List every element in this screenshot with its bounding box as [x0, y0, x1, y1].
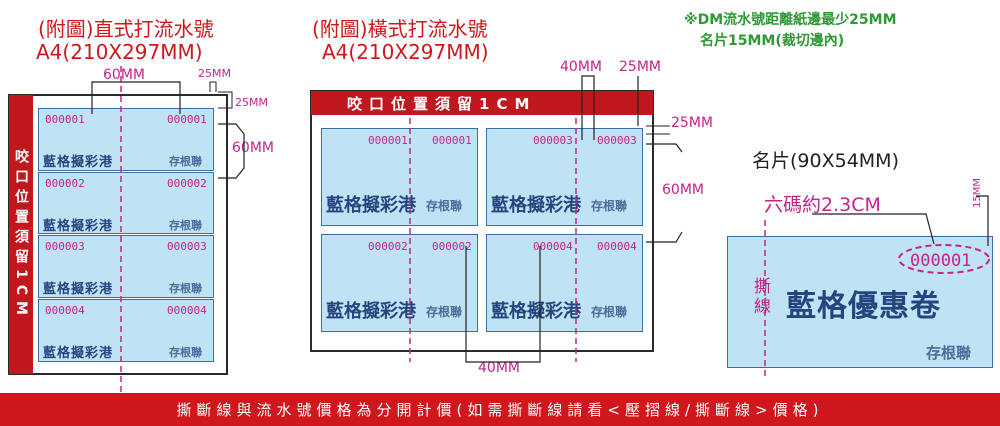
left-card-1: 000001 000001 藍格擬彩港 存根聯	[38, 108, 214, 171]
card-number-left: 000003	[45, 240, 85, 253]
card-brand: 藍格擬彩港	[491, 195, 581, 216]
card-serial-number: 000001	[910, 251, 972, 271]
middle-dim-side-height: 60MM	[662, 182, 704, 198]
digits-note-leader	[812, 213, 935, 245]
card-stub-label: 存根聯	[169, 282, 202, 295]
left-band-text: 咬口位置須留1CM	[13, 148, 29, 321]
left-height-bracket	[218, 123, 245, 179]
card-brand: 藍格擬彩港	[43, 346, 114, 361]
card-brand: 藍格擬彩港	[326, 301, 416, 322]
right-15mm-bracket	[976, 195, 989, 246]
left-dim-width: 60MM	[103, 67, 145, 83]
card-brand: 藍格擬彩港	[43, 282, 114, 297]
right-note-line1: ※DM流水號距離紙邊最少25MM	[684, 12, 897, 28]
card-number-right: 000002	[167, 177, 207, 190]
card-brand: 藍格擬彩港	[326, 195, 416, 216]
middle-height-bracket	[646, 143, 683, 243]
card-stub-label: 存根聯	[426, 305, 463, 319]
card-number-left: 000001	[368, 134, 408, 147]
card-number-right: 000001	[167, 113, 207, 126]
card-number-right: 000001	[432, 134, 472, 147]
middle-margin-band: 咬口位置須留1CM	[311, 91, 653, 115]
left-card-2: 000002 000002 藍格擬彩港 存根聯	[38, 172, 214, 234]
card-number-left: 000002	[368, 240, 408, 253]
card-brand: 藍格擬彩港	[43, 219, 114, 234]
left-gap-top-bracket	[209, 81, 217, 92]
card-stub-label: 存根聯	[169, 346, 202, 359]
card-number-right: 000004	[597, 240, 637, 253]
left-dim-height: 60MM	[232, 140, 274, 156]
card-stub-label: 存根聯	[591, 199, 628, 213]
left-dim-gap-top: 25MM	[198, 67, 231, 80]
right-business-card: 000001 撕線 藍格優惠卷 存根聯	[727, 236, 993, 368]
middle-bottom-bracket	[465, 246, 541, 363]
card-number-right: 000002	[432, 240, 472, 253]
middle-dim-top-right: 25MM	[619, 59, 661, 75]
left-title-line1: (附圖)直式打流水號	[38, 17, 214, 41]
card-brand: 藍格優惠卷	[786, 289, 941, 324]
middle-card-2: 000003 000003 藍格擬彩港 存根聯	[486, 128, 643, 226]
middle-title-line2: A4(210X297MM)	[322, 40, 489, 64]
card-brand: 藍格擬彩港	[491, 301, 581, 322]
card-number-left: 000003	[533, 134, 573, 147]
right-card-size: 名片(90X54MM)	[752, 150, 899, 172]
card-number-left: 000004	[45, 304, 85, 317]
footer-banner: 撕斷線與流水號價格為分開計價(如需撕斷線請看<壓摺線/撕斷線>價格)	[0, 393, 1000, 426]
card-number-left: 000001	[45, 113, 85, 126]
left-card-3: 000003 000003 藍格擬彩港 存根聯	[38, 235, 214, 298]
card-brand: 藍格擬彩港	[43, 155, 114, 170]
right-note-line2: 名片15MM(裁切邊內)	[700, 33, 845, 49]
card-stub-label: 存根聯	[169, 219, 202, 232]
middle-card-1: 000001 000001 藍格擬彩港 存根聯	[321, 128, 478, 226]
left-title-line2: A4(210X297MM)	[36, 40, 203, 64]
footer-text: 撕斷線與流水號價格為分開計價(如需撕斷線請看<壓摺線/撕斷線>價格)	[176, 401, 824, 419]
middle-title-line1: (附圖)橫式打流水號	[312, 17, 488, 41]
card-number-right: 000003	[167, 240, 207, 253]
card-number-left: 000002	[45, 177, 85, 190]
middle-dim-side-gap: 25MM	[671, 115, 713, 131]
left-width-bracket	[91, 81, 181, 114]
serial-number-highlight	[898, 244, 990, 274]
left-card-4: 000004 000004 藍格擬彩港 存根聯	[38, 299, 214, 362]
middle-card-3: 000002 000002 藍格擬彩港 存根聯	[321, 234, 478, 332]
card-stub-label: 存根聯	[169, 155, 202, 168]
card-stub-label: 存根聯	[926, 344, 972, 362]
card-number-right: 000003	[597, 134, 637, 147]
middle-card-4: 000004 000004 藍格擬彩港 存根聯	[486, 234, 643, 332]
middle-dim-bottom: 40MM	[478, 360, 520, 376]
middle-top-bracket-1	[581, 75, 595, 140]
right-digits-note: 六碼約2.3CM	[764, 194, 881, 216]
card-stub-label: 存根聯	[591, 305, 628, 319]
tear-line-label: 撕線	[754, 277, 771, 317]
middle-band-text: 咬口位置須留1CM	[347, 94, 537, 113]
card-stub-label: 存根聯	[426, 199, 463, 213]
left-margin-band: 咬口位置須留1CM	[9, 95, 33, 374]
left-dim-gap-side: 25MM	[235, 96, 268, 109]
card-number-left: 000004	[533, 240, 573, 253]
middle-dim-top-left: 40MM	[560, 59, 602, 75]
card-number-right: 000004	[167, 304, 207, 317]
left-gap-side-bracket	[218, 91, 233, 109]
